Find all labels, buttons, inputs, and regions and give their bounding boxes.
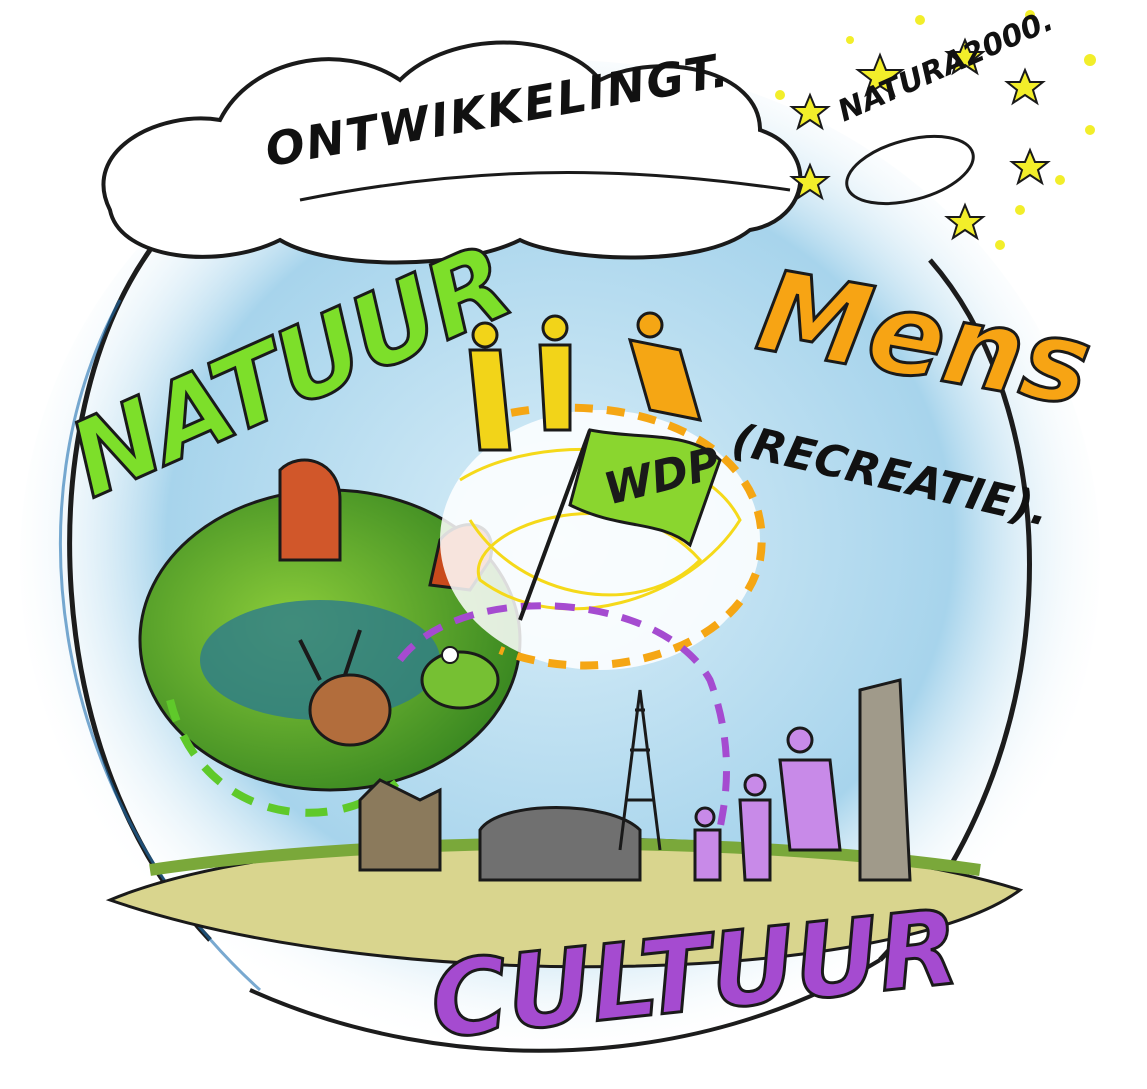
nature-dashed-ring [166,699,403,817]
star-icon [789,37,1051,241]
person-icon [468,311,703,452]
arrow-to-natura [299,171,791,202]
frog-icon [420,646,500,710]
star-dots [775,10,1096,250]
rabbit-icon [298,629,392,747]
flag-icon [518,428,722,621]
monument-icon [858,678,912,882]
building-icon [358,778,642,882]
cloud-icon [101,40,803,265]
tower-icon [618,689,662,851]
culture-dashed-ring [397,602,730,831]
cow-icon [278,458,342,562]
natura-loop [845,134,975,206]
people-dashed-ring [478,403,766,670]
person-icon [693,726,842,882]
swirl-bottom [249,958,882,1053]
